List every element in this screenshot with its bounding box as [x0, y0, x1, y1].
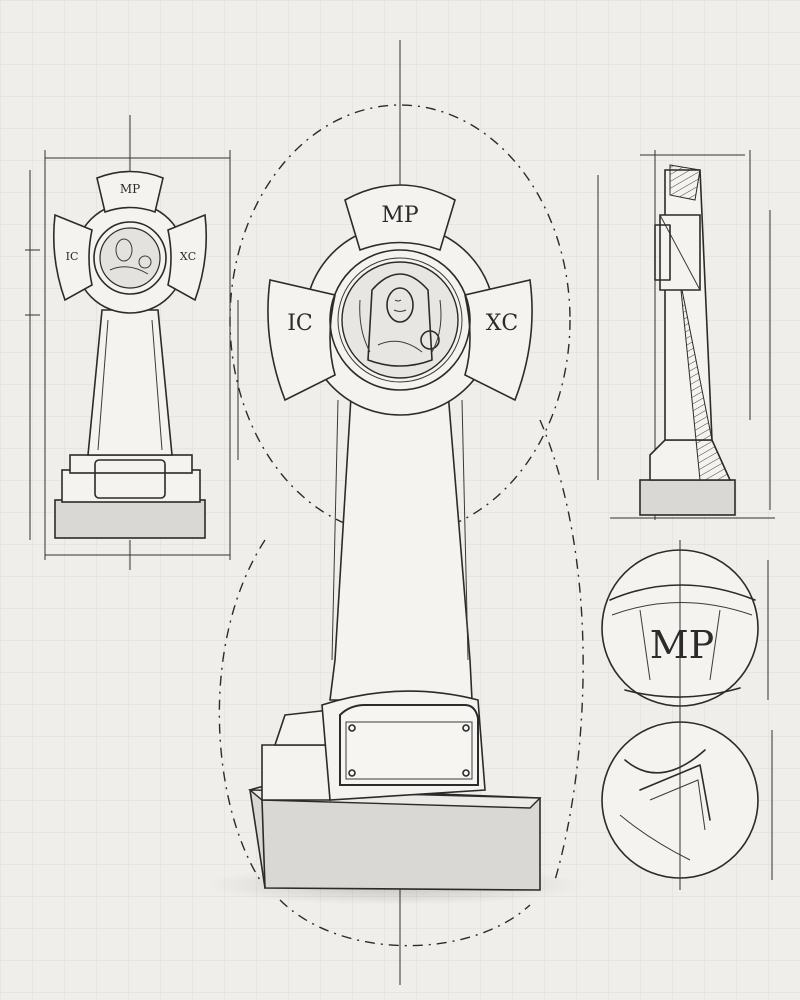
inscription-jesus: ІС [287, 311, 313, 336]
cross-arm-right [464, 279, 533, 402]
left-plinth [54, 499, 206, 539]
main-pillar [329, 379, 473, 701]
inscription-mother-of-god: МР [381, 203, 419, 228]
construction-arc-left [218, 539, 266, 881]
main-plinth [248, 786, 542, 891]
cross-arm-top [344, 184, 456, 252]
inscription-christ: ХС [486, 311, 519, 336]
left-inscription-christ: ХС [180, 250, 196, 263]
construction-arc-right [539, 419, 584, 881]
detail-top: МР [601, 540, 769, 720]
right-plinth [639, 479, 736, 516]
main-view: МР ІС ХС [205, 40, 585, 985]
main-nameplate [339, 704, 479, 786]
main-cross-head: МР ІС ХС [267, 184, 533, 416]
cross-arm-left [267, 279, 336, 402]
left-front-view: МР ІС ХС [25, 115, 239, 570]
arm-detail-icon [639, 764, 711, 821]
left-inscription-mother-of-god: МР [120, 182, 140, 196]
left-pillar [87, 309, 173, 456]
right-side-view [597, 150, 775, 520]
detail-bottom [601, 715, 773, 890]
construction-arc-bottom [279, 899, 531, 947]
left-inscription-jesus: ІС [66, 250, 79, 263]
mr-detail-icon: МР [650, 623, 714, 667]
theotokos-icon [341, 261, 459, 379]
